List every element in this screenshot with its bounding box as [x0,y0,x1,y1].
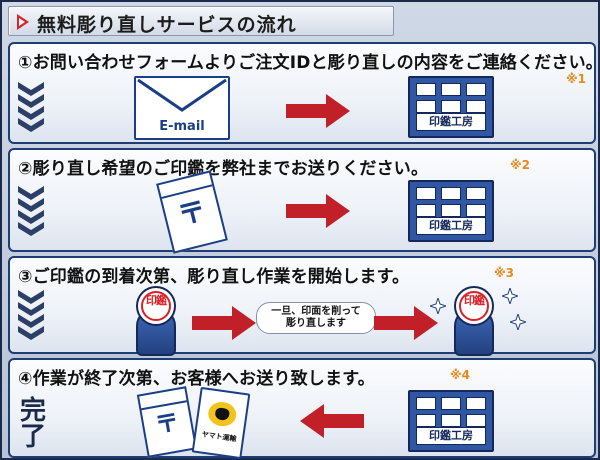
step-2-note: ※2 [510,158,531,172]
step-4-note: ※4 [450,368,471,382]
ink-pad-label: 印鑑工房 [416,217,486,235]
postal-mark: 〒 [174,194,210,233]
sparkle-icon [502,288,518,304]
step-2-label: ②彫り直し希望のご印鑑を弊社までお送りください。 [18,159,429,179]
process-bubble: 一旦、印面を削って 彫り直します [256,302,376,334]
step-1-note: ※1 [566,72,587,86]
step-3: ③ご印鑑の到着次第、彫り直し作業を開始します。 ※3 印鑑 一旦、印面を削って … [8,256,596,356]
email-label: E-mail [159,119,205,134]
postal-envelope-icon: 〒 [156,170,228,254]
step-1-label: ①お問い合わせフォームよりご注文IDと彫り直しの内容をご連絡ください。 [18,53,600,73]
step-4-label: ④作業が終了次第、お客様へお送り致します。 [18,369,375,389]
ink-pad-icon: 印鑑工房 [408,180,494,242]
arrow-left-icon [300,404,364,438]
new-stamp-seal: 印鑑 [459,291,489,321]
ink-pad-icon: 印鑑工房 [408,390,494,452]
process-line-2: 彫り直します [286,318,346,329]
title-bar: 無料彫り直しサービスの流れ [8,6,394,36]
ink-pad-label: 印鑑工房 [416,427,486,445]
step-2: ②彫り直し希望のご印鑑を弊社までお送りください。 ※2 〒 印鑑工房 [8,148,596,254]
step-3-label: ③ご印鑑の到着次第、彫り直し作業を開始します。 [18,267,410,287]
arrow-right-icon [374,306,438,340]
old-stamp-seal: 印鑑 [141,291,171,321]
email-icon: E-mail [134,76,230,140]
step-4: ④作業が終了次第、お客様へお送り致します。 ※4 完 了 〒 ヤマト運輸 [8,358,596,460]
arrow-right-icon [286,94,350,128]
yamato-parcel-icon: ヤマト運輸 [191,386,251,460]
title-arrow-icon [17,14,29,30]
postal-envelope-icon: 〒 [136,386,198,458]
down-chevron-icon [18,186,48,236]
process-line-1: 一旦、印面を削って [271,306,361,317]
step-3-note: ※3 [494,266,515,280]
ink-pad-grid [416,83,486,115]
sparkle-icon [510,314,526,330]
yamato-label: ヤマト運輸 [201,430,237,444]
page-title: 無料彫り直しサービスの流れ [37,14,297,36]
arrow-right-icon [192,306,256,340]
down-chevron-icon [18,82,48,132]
postal-mark: 〒 [153,408,182,440]
arrow-right-icon [286,194,350,228]
step-1: ①お問い合わせフォームよりご注文IDと彫り直しの内容をご連絡ください。 ※1 E… [8,42,600,144]
ink-pad-icon: 印鑑工房 [408,76,494,138]
done-label: 完 了 [20,396,47,452]
ink-pad-label: 印鑑工房 [416,113,486,131]
down-chevron-icon [18,290,48,340]
yamato-logo-icon [206,400,238,428]
sparkle-icon [430,298,446,314]
